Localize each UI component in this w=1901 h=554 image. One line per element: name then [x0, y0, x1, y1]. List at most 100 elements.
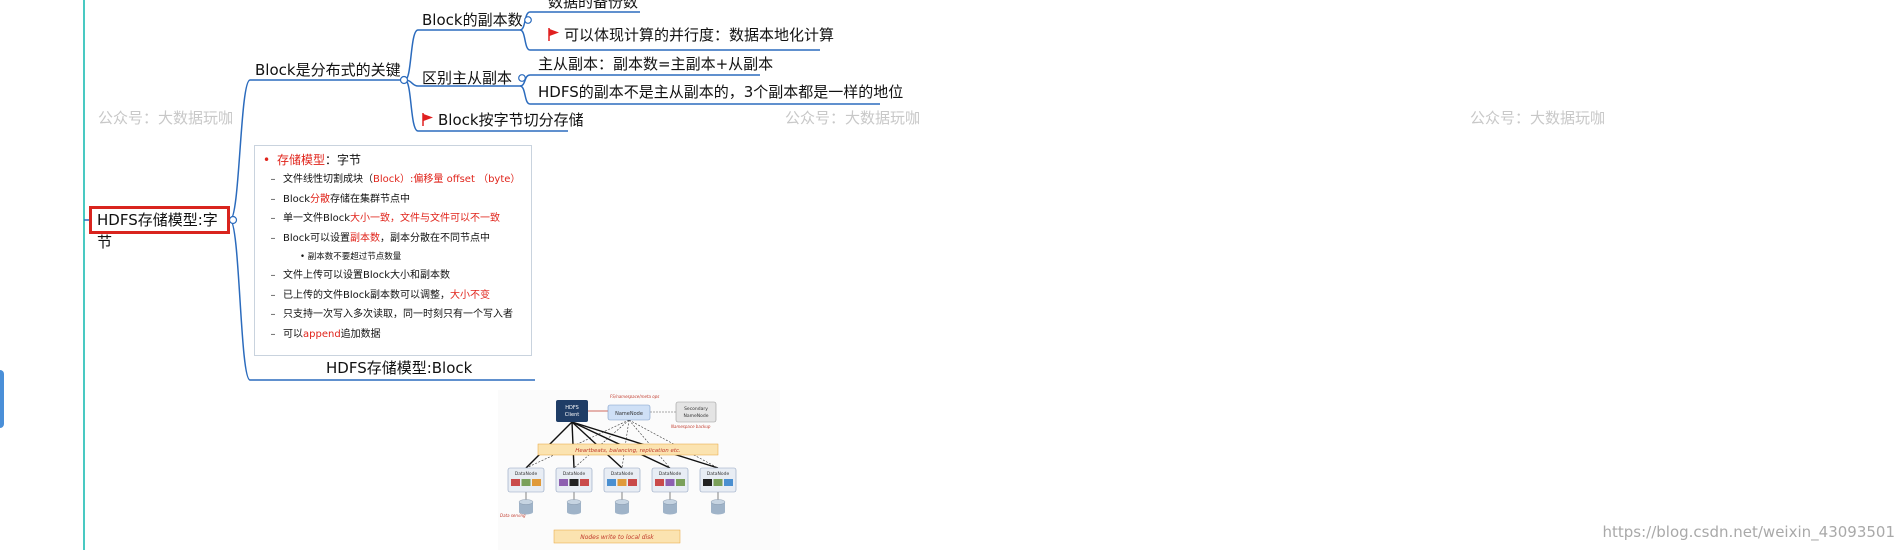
heading-rest-text: ：字节: [325, 153, 362, 167]
topic-parallelism[interactable]: 可以体现计算的并行度：数据本地化计算: [548, 25, 834, 45]
line2-part-b: 分散: [310, 193, 331, 205]
annot-fs-ops: FS/namespace/meta ops: [610, 394, 659, 399]
primary-collapse-dot: [518, 74, 526, 82]
topic-primary-replica[interactable]: 区别主从副本: [422, 68, 512, 88]
edge-root-block-model: [229, 219, 535, 381]
edge-parallel: [519, 29, 820, 51]
flag-icon: [548, 28, 559, 41]
notes-card: •存储模型：字节 –文件线性切割成块（Block）:偏移量 offset （by…: [254, 145, 532, 356]
topic-byte-split[interactable]: Block按字节切分存储: [422, 110, 584, 130]
datanode-label: DataNode: [611, 471, 634, 477]
source-credit: https://blog.csdn.net/weixin_43093501: [1602, 523, 1895, 541]
disk-icon: [518, 499, 534, 505]
line3-part-b: 大小一致，文件与文件可以不一致: [350, 213, 501, 224]
topic-equal-status[interactable]: HDFS的副本不是主从副本的，3个副本都是一样的地位: [538, 82, 903, 102]
disk-body: [519, 502, 533, 512]
card-line-8: –可以append追加数据: [270, 328, 381, 340]
topic-block-key[interactable]: Block是分布式的关键: [255, 60, 401, 80]
annot-local-disk: Nodes write to local disk: [580, 534, 654, 541]
card-line-3: –单一文件Block大小一致，文件与文件可以不一致: [270, 213, 501, 224]
line6-part-a: 已上传的文件Block副本数可以调整，: [283, 289, 451, 301]
watermark-3: 公众号：大数据玩咖: [1470, 109, 1606, 127]
hdfs-client-line-2: Client: [565, 412, 580, 418]
card-line-1: –文件线性切割成块（Block）:偏移量 offset （byte）: [270, 174, 521, 185]
topic-backup-count[interactable]: 数据的备份数: [548, 0, 638, 12]
line4-part-c: ，副本分散在不同节点中: [380, 232, 491, 244]
annot-data-serving: Data serving: [500, 513, 526, 518]
secondary-namenode-box: [675, 401, 717, 423]
line4-part-b: 副本数: [350, 232, 381, 244]
data-block: [607, 479, 616, 486]
card-line-6: –已上传的文件Block副本数可以调整，大小不变: [270, 289, 491, 301]
topic-equal-status-label: HDFS的副本不是主从副本的，3个副本都是一样的地位: [538, 83, 904, 101]
line8-part-a: 可以: [283, 328, 303, 340]
heartbeat-band: [537, 443, 719, 456]
line8-part-c: 追加数据: [340, 328, 381, 340]
replica-collapse-dot: [524, 16, 532, 24]
data-block: [713, 479, 723, 486]
card-line-4-sub: • 副本数不要超过节点数量: [300, 252, 402, 262]
disk-body: [711, 502, 725, 512]
disk-body: [615, 502, 629, 512]
namenode-label: NameNode: [615, 411, 643, 417]
topic-block-key-label: Block是分布式的关键: [255, 61, 401, 79]
root-topic[interactable]: HDFS存储模型:字节: [89, 206, 230, 251]
heading-red-text: 存储模型: [277, 153, 326, 167]
watermark-2: 公众号：大数据玩咖: [785, 109, 921, 127]
datanode-label: DataNode: [515, 471, 538, 477]
secondary-line-1: Secondary: [684, 406, 708, 412]
local-disk-band: [553, 529, 681, 544]
topic-primary-secondary-label: 主从副本：副本数=主副本+从副本: [538, 55, 774, 73]
topic-byte-split-label: Block按字节切分存储: [438, 111, 584, 129]
topic-primary-secondary[interactable]: 主从副本：副本数=主副本+从副本: [538, 54, 773, 74]
card-line-4: –Block可以设置副本数，副本分散在不同节点中: [270, 232, 491, 244]
disk-icon: [662, 499, 678, 505]
edge-equal-status: [519, 85, 880, 105]
data-block: [580, 479, 589, 486]
disk-bottom: [615, 509, 629, 515]
topic-replica-count[interactable]: Block的副本数: [422, 10, 523, 30]
annot-heartbeat: Heartbeats, balancing, replication etc.: [575, 448, 681, 454]
card-line-2: –Block分散存储在集群节点中: [270, 193, 411, 205]
flag-icon: [422, 113, 433, 126]
card-line-7: –只支持一次写入多次读取，同一时刻只有一个写入者: [270, 309, 514, 320]
line5-text: 文件上传可以设置Block大小和副本数: [283, 270, 451, 281]
secondary-line-2: NameNode: [683, 413, 708, 419]
topic-parallelism-label: 可以体现计算的并行度：数据本地化计算: [564, 26, 835, 44]
data-block: [703, 479, 712, 486]
line8-part-b: append: [303, 328, 341, 340]
line2-part-c: 存储在集群节点中: [330, 193, 411, 205]
watermark-1: 公众号：大数据玩咖: [98, 109, 234, 127]
namenode-datanode-link: [621, 419, 630, 469]
data-block: [559, 479, 568, 486]
annot-backup: Namespace backup: [671, 424, 711, 429]
disk-bottom: [663, 509, 677, 515]
topic-backup-count-label: 数据的备份数: [548, 0, 639, 11]
line4-sub-text: 副本数不要超过节点数量: [307, 252, 402, 262]
left-edge-tab[interactable]: [0, 370, 4, 428]
line1-part-a: 文件线性切割成块（: [283, 174, 373, 185]
topic-replica-count-label: Block的副本数: [422, 11, 523, 29]
data-block: [724, 479, 733, 486]
disk-icon: [614, 499, 630, 505]
topic-primary-replica-label: 区别主从副本: [422, 69, 513, 87]
datanode-label: DataNode: [707, 471, 730, 477]
data-block: [521, 479, 531, 486]
disk-icon: [566, 499, 582, 505]
data-block: [655, 479, 664, 486]
line1-part-b: Block: [373, 174, 401, 185]
namenode-box: [607, 404, 651, 421]
topic-block-model[interactable]: HDFS存储模型:Block: [326, 358, 472, 378]
data-block: [628, 479, 637, 486]
edge-root-block-key: [229, 79, 405, 221]
card-heading: •存储模型：字节: [263, 150, 531, 170]
datanode-label: DataNode: [659, 471, 682, 477]
line7-text: 只支持一次写入多次读取，同一时刻只有一个写入者: [283, 309, 513, 320]
line2-part-a: Block: [283, 193, 311, 205]
hdfs-client-line-1: HDFS: [565, 405, 579, 411]
root-collapse-dot: [228, 215, 238, 225]
line4-part-a: Block可以设置: [283, 232, 351, 244]
data-block: [665, 479, 675, 486]
